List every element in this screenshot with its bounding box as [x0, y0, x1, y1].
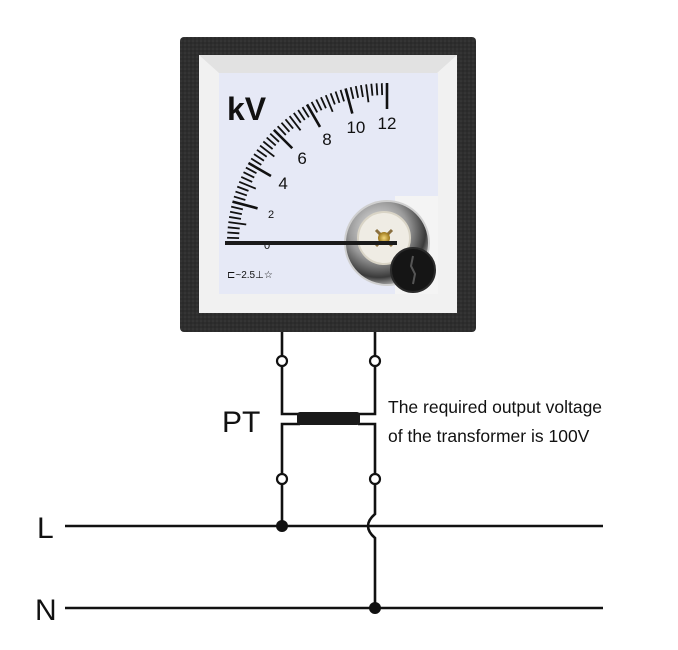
pt-to-neutral-wire: [366, 484, 377, 607]
minor-tick: [259, 144, 275, 158]
accuracy-class-label: ⊏~2.5⊥☆: [227, 270, 273, 281]
minor-tick: [235, 190, 248, 197]
minor-tick: [280, 122, 291, 133]
minor-tick: [238, 180, 257, 190]
minor-tick: [288, 115, 302, 131]
pt-primary-left-wire: [280, 422, 300, 474]
major-tick: [272, 128, 294, 150]
minor-tick: [227, 226, 240, 230]
minor-tick: [256, 149, 268, 158]
minor-tick: [243, 171, 255, 179]
minor-tick: [266, 136, 277, 147]
minor-tick: [375, 83, 379, 96]
panel-meter: 0 2 468 10 12 kV ⊏~2.5⊥☆: [180, 37, 476, 332]
terminal-meter-left: [275, 354, 289, 368]
tick-label: 8: [322, 130, 331, 149]
terminal-pt-right: [368, 472, 382, 486]
minor-tick: [240, 176, 253, 183]
pt-primary-right-wire: [358, 422, 377, 474]
pt-core: [297, 412, 360, 425]
minor-tick: [360, 84, 364, 98]
minor-tick: [245, 166, 257, 175]
line-label: L: [37, 512, 54, 545]
pt-secondary-right-wire: [358, 366, 377, 416]
neutral-label: N: [35, 594, 57, 627]
tick-label: 2: [268, 209, 274, 221]
minor-tick: [228, 221, 247, 226]
zero-adjust-slot: [409, 255, 417, 285]
minor-tick: [228, 216, 242, 220]
tick-label: 12: [378, 114, 397, 133]
minor-tick: [315, 99, 323, 111]
tick-label: 0: [264, 240, 270, 252]
terminal-pt-left: [275, 472, 289, 486]
unit-label: kV: [227, 91, 267, 127]
minor-tick: [229, 210, 243, 216]
minor-tick: [262, 140, 274, 150]
tick-label: 10: [346, 118, 365, 137]
transformer-note-line2: of the transformer is 100V: [388, 426, 590, 446]
minor-tick: [310, 101, 319, 113]
minor-tick: [276, 125, 287, 136]
major-tick: [305, 103, 322, 128]
minor-tick: [250, 157, 262, 166]
minor-tick: [269, 132, 280, 143]
minor-tick: [230, 205, 244, 211]
tick-label: 4: [278, 174, 287, 193]
minor-tick: [349, 86, 355, 100]
major-tick: [344, 88, 354, 114]
minor-tick: [236, 185, 249, 192]
pt-label: PT: [222, 406, 260, 439]
minor-tick: [339, 89, 345, 102]
minor-tick: [365, 84, 370, 103]
major-tick: [232, 200, 258, 210]
meter-frame-bevel: [199, 55, 457, 73]
minor-tick: [301, 106, 310, 118]
circuit: [65, 332, 603, 610]
minor-tick: [227, 231, 240, 235]
minor-tick: [354, 85, 360, 99]
minor-tick: [253, 153, 265, 162]
minor-tick: [297, 109, 306, 121]
minor-tick: [320, 96, 327, 109]
minor-tick: [324, 94, 334, 113]
minor-tick: [334, 91, 341, 104]
junction-neutral: [369, 602, 381, 614]
minor-tick: [284, 118, 294, 130]
pt-secondary-left-wire: [280, 366, 300, 416]
major-tick: [247, 161, 272, 178]
tick-label: 6: [297, 149, 306, 168]
minor-tick: [329, 92, 336, 105]
terminals: [275, 354, 382, 486]
minor-tick: [233, 195, 246, 201]
minor-tick: [370, 83, 374, 96]
transformer-note-line1: The required output voltage: [388, 397, 602, 417]
junction-line: [276, 520, 288, 532]
minor-tick: [293, 112, 302, 124]
terminal-meter-right: [368, 354, 382, 368]
